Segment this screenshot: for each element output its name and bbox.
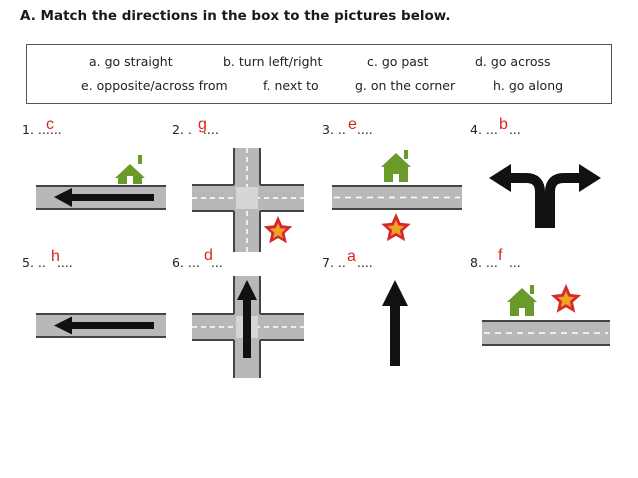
item-5-label: 5. ...... bbox=[22, 255, 73, 270]
answer-dots: .... bbox=[356, 255, 373, 270]
picture-8-next-to bbox=[482, 284, 610, 346]
house-icon bbox=[381, 150, 411, 182]
item-4-answer: b bbox=[499, 116, 508, 133]
house-icon bbox=[507, 285, 537, 316]
item-8-answer: f bbox=[498, 247, 503, 264]
item-1-label: 1. ...... bbox=[22, 122, 62, 137]
item-3-answer: e bbox=[348, 116, 357, 133]
picture-3-opposite bbox=[332, 150, 462, 242]
answer-dots: .. bbox=[337, 255, 346, 270]
option-c: c. go past bbox=[367, 54, 429, 69]
exercise-title: A. Match the directions in the box to th… bbox=[20, 8, 451, 24]
picture-4-turn-left-right bbox=[489, 164, 601, 228]
answer-dots: .... bbox=[356, 122, 373, 137]
picture-7-go-straight bbox=[382, 280, 408, 366]
item-number: 2. bbox=[172, 122, 184, 137]
item-number: 4. bbox=[470, 122, 482, 137]
arrow-turn-left-icon bbox=[510, 173, 545, 228]
item-number: 3. bbox=[322, 122, 334, 137]
picture-5-go-along bbox=[36, 313, 166, 338]
answer-dots: ... bbox=[508, 255, 521, 270]
arrow-left-icon bbox=[54, 316, 154, 335]
house-icon bbox=[115, 155, 145, 184]
crossroads bbox=[192, 148, 304, 252]
option-d: d. go across bbox=[475, 54, 551, 69]
answer-dots: .. bbox=[337, 122, 346, 137]
options-box: a. go straight b. turn left/right c. go … bbox=[26, 44, 612, 104]
arrow-up-icon bbox=[382, 280, 408, 366]
item-5-answer: h bbox=[51, 248, 60, 265]
item-number: 6. bbox=[172, 255, 184, 270]
option-b: b. turn left/right bbox=[223, 54, 323, 69]
answer-dots: ... bbox=[485, 255, 498, 270]
picture-6-go-across bbox=[192, 276, 304, 378]
item-6-label: 6. ...... bbox=[172, 255, 223, 270]
option-g: g. on the corner bbox=[355, 78, 456, 93]
arrow-up-icon bbox=[237, 280, 257, 358]
item-2-answer: g bbox=[198, 116, 207, 133]
answer-dots: . bbox=[187, 122, 192, 137]
item-7-answer: a bbox=[347, 248, 356, 265]
arrow-turn-right-icon bbox=[545, 173, 580, 228]
item-2-label: 2. ..... bbox=[172, 122, 219, 137]
picture-2-on-the-corner bbox=[192, 148, 304, 252]
item-number: 5. bbox=[22, 255, 34, 270]
item-number: 1. bbox=[22, 122, 34, 137]
item-number: 8. bbox=[470, 255, 482, 270]
answer-dots: .... bbox=[202, 122, 219, 137]
item-4-label: 4. ...... bbox=[470, 122, 521, 137]
item-7-label: 7. ...... bbox=[322, 255, 373, 270]
answer-dots: ... bbox=[508, 122, 521, 137]
option-a: a. go straight bbox=[89, 54, 173, 69]
arrow-left-icon bbox=[54, 188, 154, 207]
answer-dots: ... bbox=[485, 122, 498, 137]
answer-dots: ... bbox=[187, 255, 200, 270]
answer-dots: ...... bbox=[37, 122, 62, 137]
road bbox=[482, 320, 610, 346]
item-8-label: 8. ...... bbox=[470, 255, 521, 270]
option-f: f. next to bbox=[263, 78, 319, 93]
item-1-answer: c bbox=[46, 116, 54, 133]
road bbox=[332, 185, 462, 210]
option-h: h. go along bbox=[493, 78, 564, 93]
answer-dots: .... bbox=[56, 255, 73, 270]
answer-dots: ... bbox=[210, 255, 223, 270]
picture-1-go-past bbox=[36, 155, 166, 210]
answer-dots: .. bbox=[37, 255, 46, 270]
item-3-label: 3. ...... bbox=[322, 122, 373, 137]
item-6-answer: d bbox=[204, 247, 213, 264]
item-number: 7. bbox=[322, 255, 334, 270]
option-e: e. opposite/across from bbox=[81, 78, 228, 93]
